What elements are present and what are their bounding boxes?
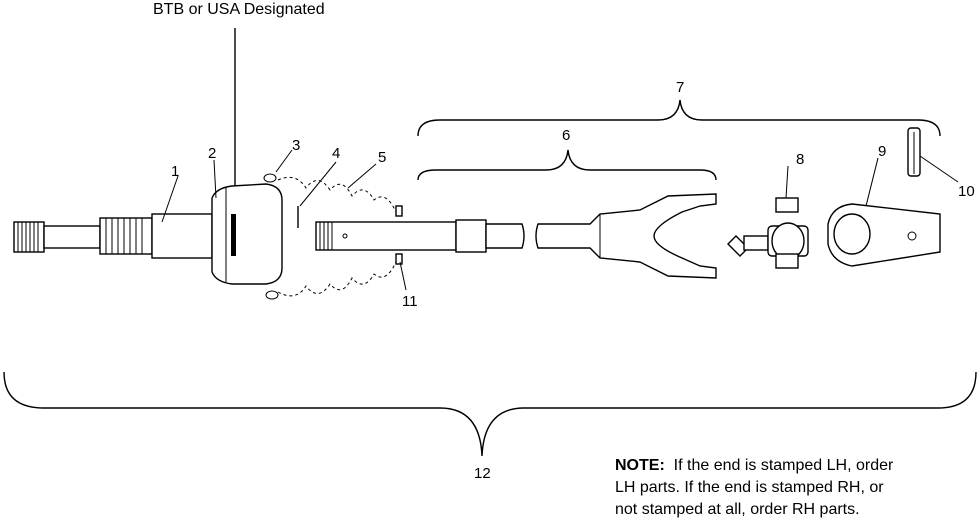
designation-mark — [231, 214, 236, 256]
callout-4: 4 — [332, 145, 340, 162]
callout-9: 9 — [878, 143, 886, 160]
shaft-yoke-part — [315, 193, 717, 279]
designation-label: BTB or USA Designated — [153, 1, 325, 18]
callout-8: 8 — [796, 151, 804, 168]
note-text-3: not stamped at all, order RH parts. — [615, 501, 860, 518]
callout-6: 6 — [562, 127, 570, 144]
retaining-ring-part — [395, 205, 403, 265]
yoke-end-part — [827, 203, 941, 267]
callout-12: 12 — [474, 465, 491, 482]
cv-joint-housing-part — [211, 183, 283, 285]
callout-2: 2 — [208, 145, 216, 162]
stub-shaft-part — [13, 213, 213, 259]
boot-clamp-large-part — [263, 173, 279, 300]
bracket-assembly-6 — [417, 149, 717, 181]
callout-1: 1 — [171, 163, 179, 180]
bracket-assembly-12 — [3, 371, 977, 457]
note-text-2: LH parts. If the end is stamped RH, or — [615, 479, 884, 496]
leader-lines — [161, 149, 959, 291]
boot-part — [277, 176, 397, 297]
callout-3: 3 — [292, 137, 300, 154]
callout-7: 7 — [676, 79, 684, 96]
note-text-1: If the end is stamped LH, order — [673, 457, 894, 474]
note-label: NOTE: — [615, 457, 665, 474]
callout-10: 10 — [958, 183, 975, 200]
callout-11: 11 — [402, 293, 418, 310]
note-line-1: NOTE: If the end is stamped LH, order — [615, 455, 975, 477]
callout-5: 5 — [378, 149, 386, 166]
bracket-assembly-7 — [417, 99, 941, 137]
roll-pin-part — [907, 127, 921, 177]
u-joint-cross-part — [727, 197, 809, 269]
note-block: NOTE: If the end is stamped LH, order LH… — [615, 455, 975, 521]
